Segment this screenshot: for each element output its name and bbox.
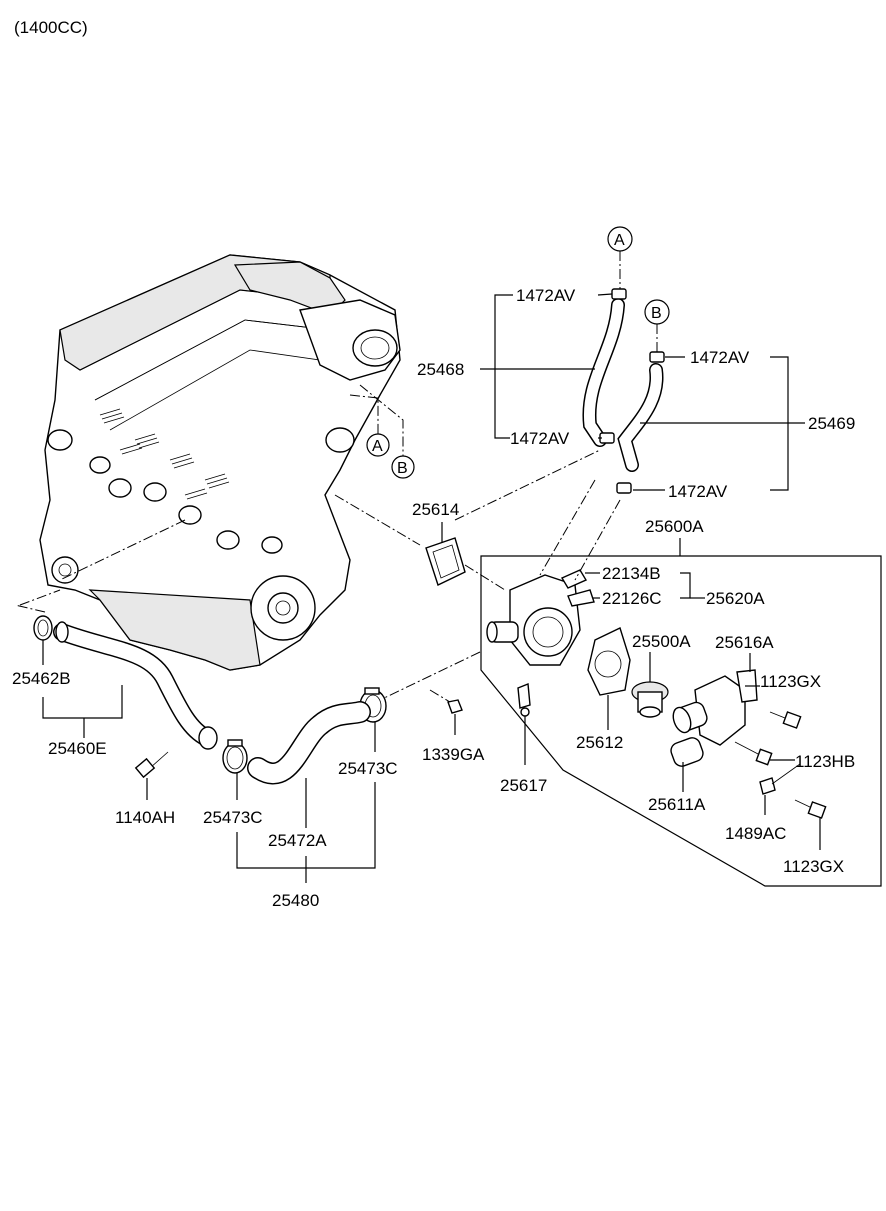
label-25500a: 25500A [632, 632, 691, 651]
hose-25469-drawing [616, 351, 665, 494]
label-25469: 25469 [808, 414, 855, 433]
label-25473c-right: 25473C [338, 759, 398, 778]
label-25462b: 25462B [12, 669, 71, 688]
label-1339ga: 1339GA [422, 745, 485, 764]
label-22126c: 22126C [602, 589, 662, 608]
label-25480: 25480 [272, 891, 319, 910]
callout-b-hose: B [651, 305, 662, 322]
label-1489ac: 1489AC [725, 824, 786, 843]
engine-block-drawing [39, 254, 401, 671]
water-housing-25620a-drawing [486, 569, 595, 666]
label-25473c-left: 25473C [203, 808, 263, 827]
label-1472av-top-left: 1472AV [516, 286, 576, 305]
label-25468: 25468 [417, 360, 464, 379]
hose-25468-drawing [582, 288, 627, 447]
label-25611a: 25611A [648, 795, 706, 814]
callout-b-engine: B [397, 460, 408, 477]
nut-1339ga-drawing [447, 699, 463, 714]
label-25617: 25617 [500, 776, 547, 795]
assembly-box-25600a [480, 555, 882, 887]
pipe-25460e-drawing [53, 621, 218, 750]
clip-1489ac-drawing [759, 763, 801, 795]
label-25614: 25614 [412, 500, 459, 519]
callout-a-engine: A [372, 438, 383, 455]
label-1472av-mid-left: 1472AV [510, 429, 570, 448]
callout-a-hose: A [614, 232, 625, 249]
label-25612: 25612 [576, 733, 623, 752]
clamp-25473c-left-drawing [222, 739, 248, 774]
label-25600a: 25600A [645, 517, 704, 536]
bolt-1123gx-upper-drawing [769, 711, 802, 729]
label-25472a: 25472A [268, 831, 327, 850]
label-25616a: 25616A [715, 633, 774, 652]
label-1123gx-lower: 1123GX [783, 857, 844, 876]
label-25620a: 25620A [706, 589, 765, 608]
gasket-25612-drawing [587, 627, 631, 696]
label-1472av-top-right: 1472AV [690, 348, 750, 367]
bolt-1123gx-lower-drawing [794, 799, 827, 819]
label-25460e: 25460E [48, 739, 107, 758]
o-ring-25462b-drawing [33, 615, 53, 641]
label-1140ah: 1140AH [115, 808, 175, 827]
bolt-1140ah-drawing [134, 751, 169, 779]
label-1123hb: 1123HB [795, 752, 855, 771]
label-1472av-bottom-right: 1472AV [668, 482, 728, 501]
bracket-25617-drawing [517, 683, 531, 717]
thermostat-25500a-drawing [631, 681, 669, 718]
diagram-title: (1400CC) [14, 18, 88, 37]
thermostat-cover-drawing [670, 669, 758, 767]
label-22134b: 22134B [602, 564, 661, 583]
hose-25472a-drawing [247, 701, 371, 785]
callout-a-circle-engine [366, 433, 390, 457]
label-1123gx-upper: 1123GX [760, 672, 821, 691]
bolt-1123hb-drawing [734, 741, 773, 766]
gasket-25614-drawing [425, 537, 466, 586]
